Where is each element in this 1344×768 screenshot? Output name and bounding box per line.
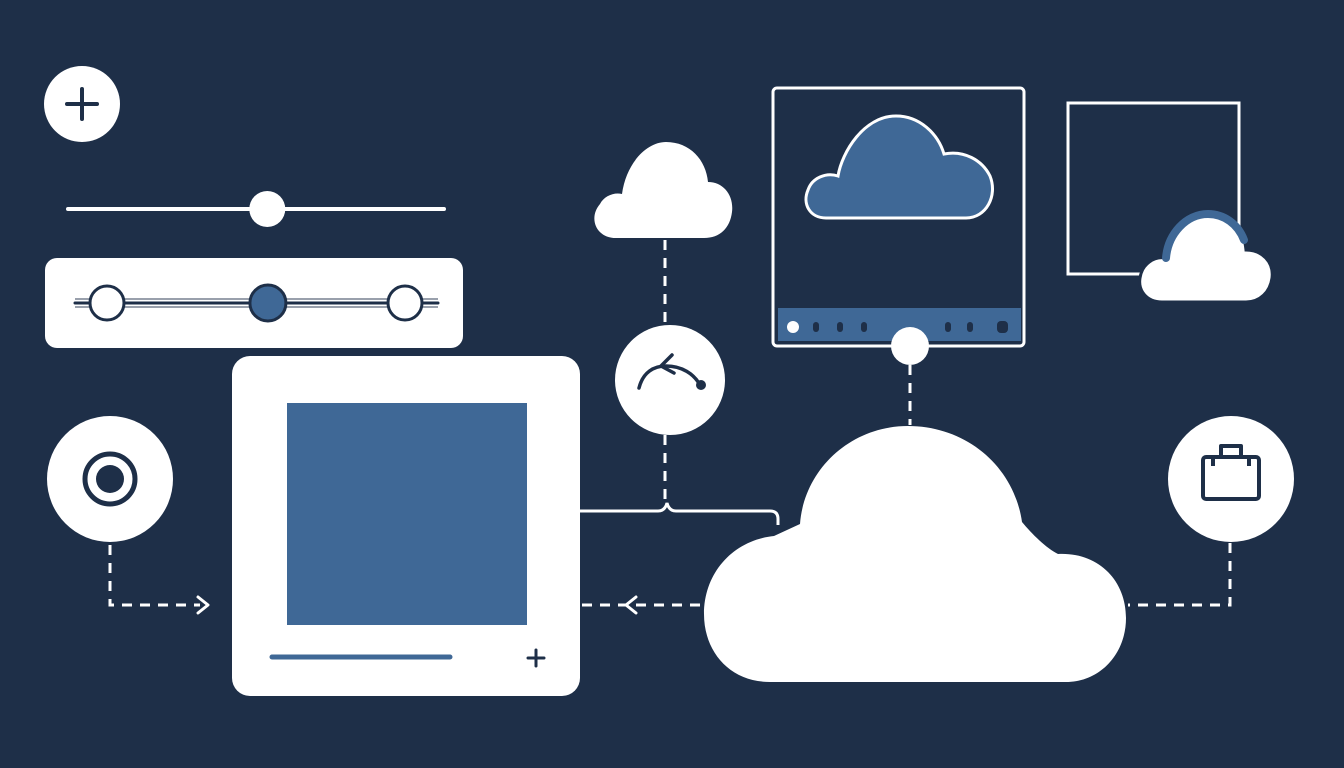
briefcase-icon xyxy=(1201,444,1261,501)
range-slider-mid-thumb[interactable] xyxy=(248,283,288,323)
cloud-icon xyxy=(594,142,733,238)
cloud-icon xyxy=(1138,208,1274,304)
add-item-button[interactable] xyxy=(522,645,550,671)
main-cloud-node[interactable] xyxy=(704,426,1126,682)
radio-button-icon xyxy=(82,451,138,507)
content-preview-area[interactable] xyxy=(287,403,527,625)
small-cloud-node[interactable] xyxy=(594,142,733,238)
status-dots xyxy=(813,321,1008,333)
cloud-window-panel xyxy=(771,86,1026,348)
plus-icon xyxy=(526,648,546,668)
add-button[interactable] xyxy=(44,66,120,142)
sync-button[interactable] xyxy=(615,325,725,435)
sync-arrow-icon xyxy=(637,353,702,390)
single-slider[interactable] xyxy=(66,191,446,227)
range-slider-card xyxy=(45,258,463,348)
plus-icon xyxy=(65,87,99,121)
connector-junction-bracket xyxy=(580,502,780,525)
range-slider-high-thumb[interactable] xyxy=(386,284,424,322)
connector-radio-to-panel xyxy=(108,545,200,607)
connector-briefcase-to-cloud xyxy=(1128,543,1232,607)
cloud-icon xyxy=(704,426,1126,682)
slider-thumb[interactable] xyxy=(249,191,286,227)
status-indicator xyxy=(787,321,799,333)
arrowhead-to-panel-left xyxy=(196,595,210,615)
connector-lines xyxy=(108,240,1232,607)
content-panel xyxy=(232,356,580,696)
radio-button[interactable] xyxy=(47,416,173,542)
briefcase-button[interactable] xyxy=(1168,416,1294,542)
arrowhead-to-panel-right xyxy=(624,595,638,615)
corner-frame xyxy=(1066,101,1274,304)
panel-connection-node[interactable] xyxy=(891,327,929,365)
cloud-icon xyxy=(804,114,994,220)
range-slider-low-thumb[interactable] xyxy=(88,284,126,322)
corner-cloud-node[interactable] xyxy=(1138,208,1274,304)
